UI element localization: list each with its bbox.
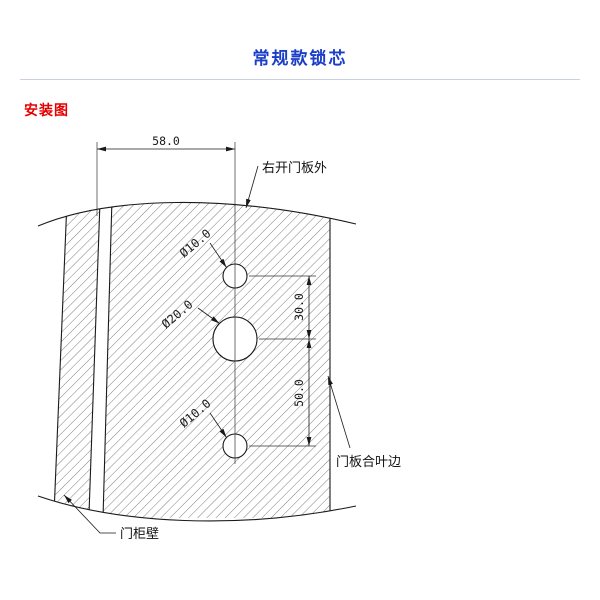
- hole-bottom-leader: [209, 412, 227, 438]
- hole-mid-leader: [197, 307, 220, 324]
- spacing-lower-label: 50.0: [292, 379, 306, 407]
- panel-sections: [53, 202, 331, 519]
- top-break-line: [37, 201, 357, 227]
- hole-top-leader: [209, 242, 227, 268]
- dimension-width: 58.0: [96, 136, 235, 216]
- cabinet-wall-left-edge: [53, 202, 68, 515]
- spacing-upper-label: 30.0: [292, 293, 306, 321]
- door-panel-left-edge: [102, 202, 113, 519]
- hinge-edge-label: 门板合叶边: [336, 454, 401, 469]
- callout-labels: 右开门板外 门板合叶边 门柜壁: [63, 160, 401, 541]
- cabinet-wall-hatch: [54, 202, 100, 514]
- cabinet-wall-label: 门柜壁: [120, 526, 159, 541]
- installation-diagram: 58.0 30.0 50.0 Ø10.0 Ø20.0 Ø10.0 右开门板外: [37, 136, 401, 541]
- door-panel-hatch: [103, 202, 330, 518]
- section-label: 安装图: [24, 102, 69, 118]
- hinge-edge-leader: [327, 375, 351, 449]
- dimension-spacing: 30.0 50.0: [249, 275, 316, 447]
- door-panel-outer-leader: [245, 165, 259, 209]
- bottom-break-line: [37, 495, 357, 522]
- width-dim-label: 58.0: [152, 136, 180, 148]
- cabinet-wall-right-edge: [88, 202, 101, 515]
- cabinet-wall-leader: [63, 494, 116, 534]
- holes: [212, 142, 258, 464]
- door-panel-outer-label: 右开门板外: [262, 160, 327, 175]
- title-divider: [20, 79, 580, 80]
- page-title: 常规款锁芯: [252, 49, 348, 68]
